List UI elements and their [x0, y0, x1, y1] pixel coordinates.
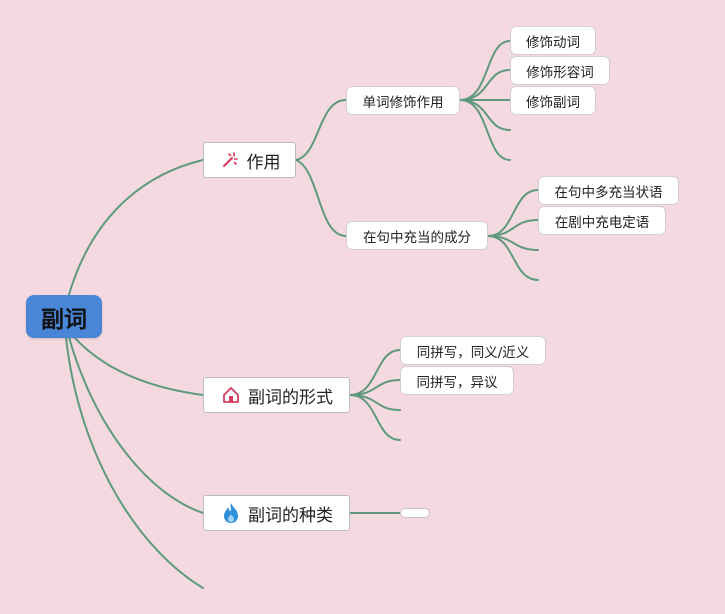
leaf-modify-adjective[interactable]: 修饰形容词: [510, 56, 610, 85]
leaf-attribute-label: 在剧中充电定语: [554, 214, 650, 231]
topic-xingshi[interactable]: 副词的形式: [203, 377, 350, 413]
connector-chengfen-empty2: [487, 235, 539, 281]
connector-danci-empty2: [459, 99, 511, 161]
subtopic-chengfen[interactable]: 在句中充当的成分: [346, 221, 488, 250]
leaf-same-spelling-different[interactable]: 同拼写，异议: [400, 366, 514, 395]
subtopic-chengfen-label: 在句中充当的成分: [363, 229, 471, 246]
topic-zhonglei-label: 副词的种类: [248, 505, 333, 526]
connector-zuoyong-chengfen: [295, 159, 347, 237]
root-node[interactable]: 副词: [26, 295, 102, 338]
connector-root-zhonglei: [67, 333, 204, 514]
leaf-modify-adverb-label: 修饰副词: [526, 94, 580, 111]
topic-zhonglei[interactable]: 副词的种类: [203, 495, 350, 531]
root-label: 副词: [41, 306, 87, 333]
subtopic-danci-label: 单词修饰作用: [362, 94, 444, 111]
topic-zuoyong-label: 作用: [246, 152, 281, 173]
empty-topic[interactable]: [400, 508, 430, 518]
house-icon: [220, 384, 242, 406]
leaf-adverbial-label: 在句中多充当状语: [554, 184, 663, 201]
leaf-adverbial[interactable]: 在句中多充当状语: [538, 176, 679, 205]
connector-danci-verb: [459, 40, 511, 101]
leaf-modify-adjective-label: 修饰形容词: [526, 64, 594, 81]
connector-xingshi-empty2: [349, 394, 401, 441]
leaf-attribute[interactable]: 在剧中充电定语: [538, 206, 666, 235]
magic-wand-icon: [219, 149, 241, 171]
leaf-modify-verb-label: 修饰动词: [526, 34, 580, 51]
connector-root-xingshi: [67, 329, 204, 396]
subtopic-danci[interactable]: 单词修饰作用: [346, 86, 460, 115]
leaf-modify-verb[interactable]: 修饰动词: [510, 26, 596, 55]
leaf-same-spelling-synonym[interactable]: 同拼写，同义/近义: [400, 336, 546, 365]
leaf-modify-adverb[interactable]: 修饰副词: [510, 86, 596, 115]
leaf-same-spelling-different-label: 同拼写，异议: [416, 374, 498, 391]
flame-icon: [220, 502, 242, 524]
connector-zuoyong-danci: [295, 99, 347, 161]
leaf-same-spelling-synonym-label: 同拼写，同义/近义: [416, 344, 530, 361]
topic-xingshi-label: 副词的形式: [248, 387, 333, 408]
connector-root-zuoyong: [67, 159, 204, 299]
topic-zuoyong[interactable]: 作用: [203, 142, 296, 178]
connector-root-extra: [65, 337, 204, 589]
